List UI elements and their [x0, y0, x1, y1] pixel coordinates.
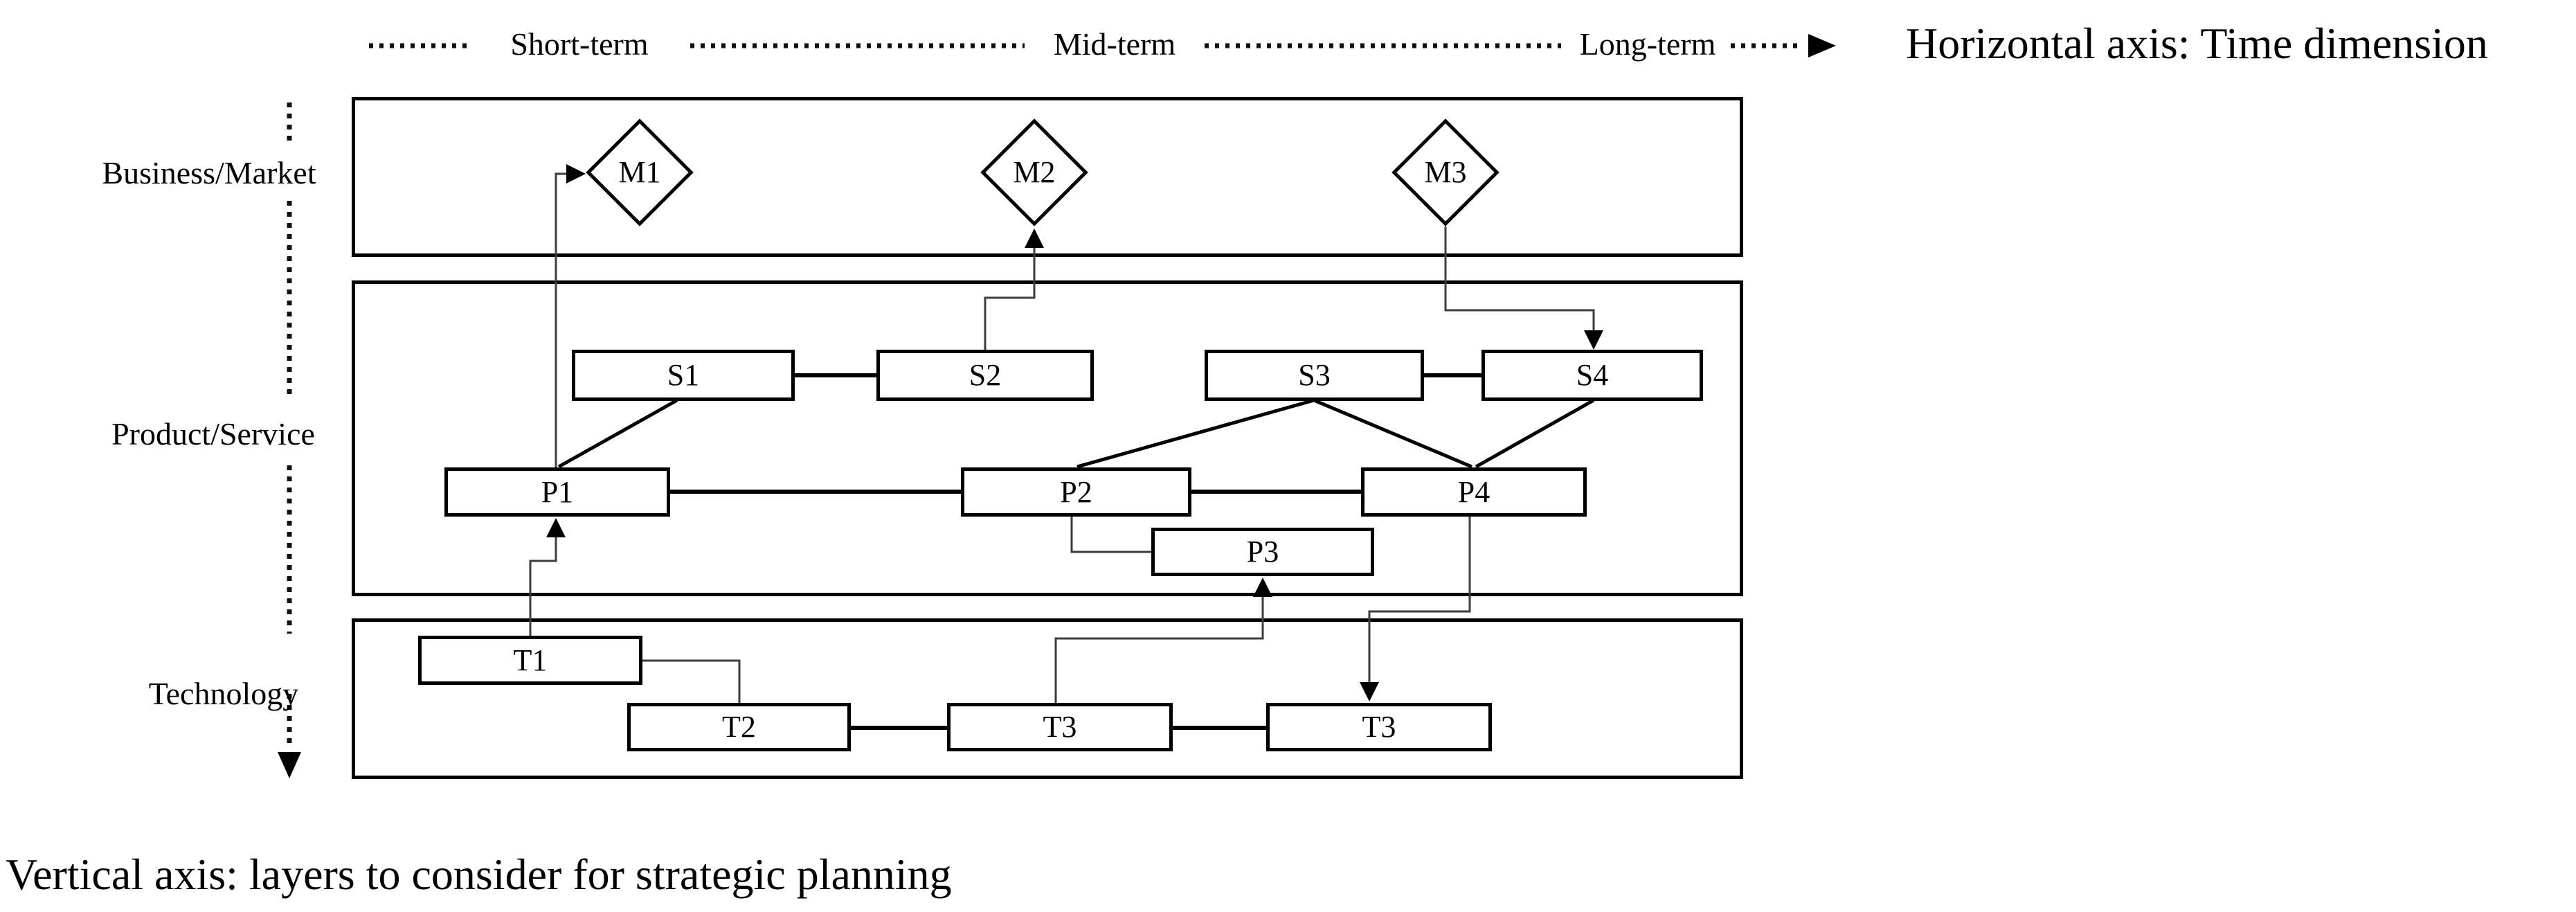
- node-s3-label: S3: [1298, 358, 1331, 392]
- layer-label-business-market: Business/Market: [102, 155, 316, 190]
- node-p4-label: P4: [1457, 474, 1490, 509]
- layer-box-technology: [352, 618, 1743, 779]
- axis-label-short-term: Short-term: [510, 26, 649, 62]
- layer-box-business-market: [352, 97, 1743, 257]
- node-s2: S2: [876, 350, 1094, 401]
- node-t1: T1: [418, 636, 642, 685]
- milestone-m3-label: M3: [1424, 155, 1467, 189]
- node-s2-label: S2: [969, 358, 1002, 392]
- node-p3-label: P3: [1246, 535, 1279, 569]
- node-p3: P3: [1151, 528, 1374, 576]
- node-t1-label: T1: [513, 643, 548, 677]
- node-t2-label: T2: [722, 710, 756, 744]
- layer-label-product-service: Product/Service: [111, 416, 315, 451]
- axis-label-long-term: Long-term: [1579, 26, 1716, 62]
- layer-axis-arrowhead-icon: [278, 752, 301, 778]
- axis-label-mid-term: Mid-term: [1053, 26, 1176, 62]
- horizontal-axis-title: Horizontal axis: Time dimension: [1906, 19, 2488, 68]
- node-s1-label: S1: [667, 358, 700, 392]
- node-s3: S3: [1205, 350, 1424, 401]
- node-p1: P1: [444, 467, 670, 517]
- node-p2-label: P2: [1060, 474, 1092, 509]
- node-s1: S1: [572, 350, 795, 401]
- node-p2: P2: [961, 467, 1191, 517]
- node-t3a-label: T3: [1043, 710, 1077, 744]
- milestone-m2-label: M2: [1013, 155, 1056, 189]
- node-t3b: T3: [1266, 703, 1492, 751]
- node-t2: T2: [627, 703, 851, 751]
- node-p1-label: P1: [541, 474, 574, 509]
- layer-box-product-service: [352, 280, 1743, 596]
- time-axis-arrowhead-icon: [1808, 34, 1836, 57]
- node-t3a: T3: [947, 703, 1173, 751]
- layer-label-technology: Technology: [148, 676, 299, 711]
- node-s4-label: S4: [1576, 358, 1609, 392]
- node-s4: S4: [1481, 350, 1703, 401]
- node-p4: P4: [1361, 467, 1587, 517]
- vertical-axis-title: Vertical axis: layers to consider for st…: [6, 850, 952, 899]
- milestone-m1-label: M1: [618, 155, 661, 189]
- node-t3b-label: T3: [1362, 710, 1396, 744]
